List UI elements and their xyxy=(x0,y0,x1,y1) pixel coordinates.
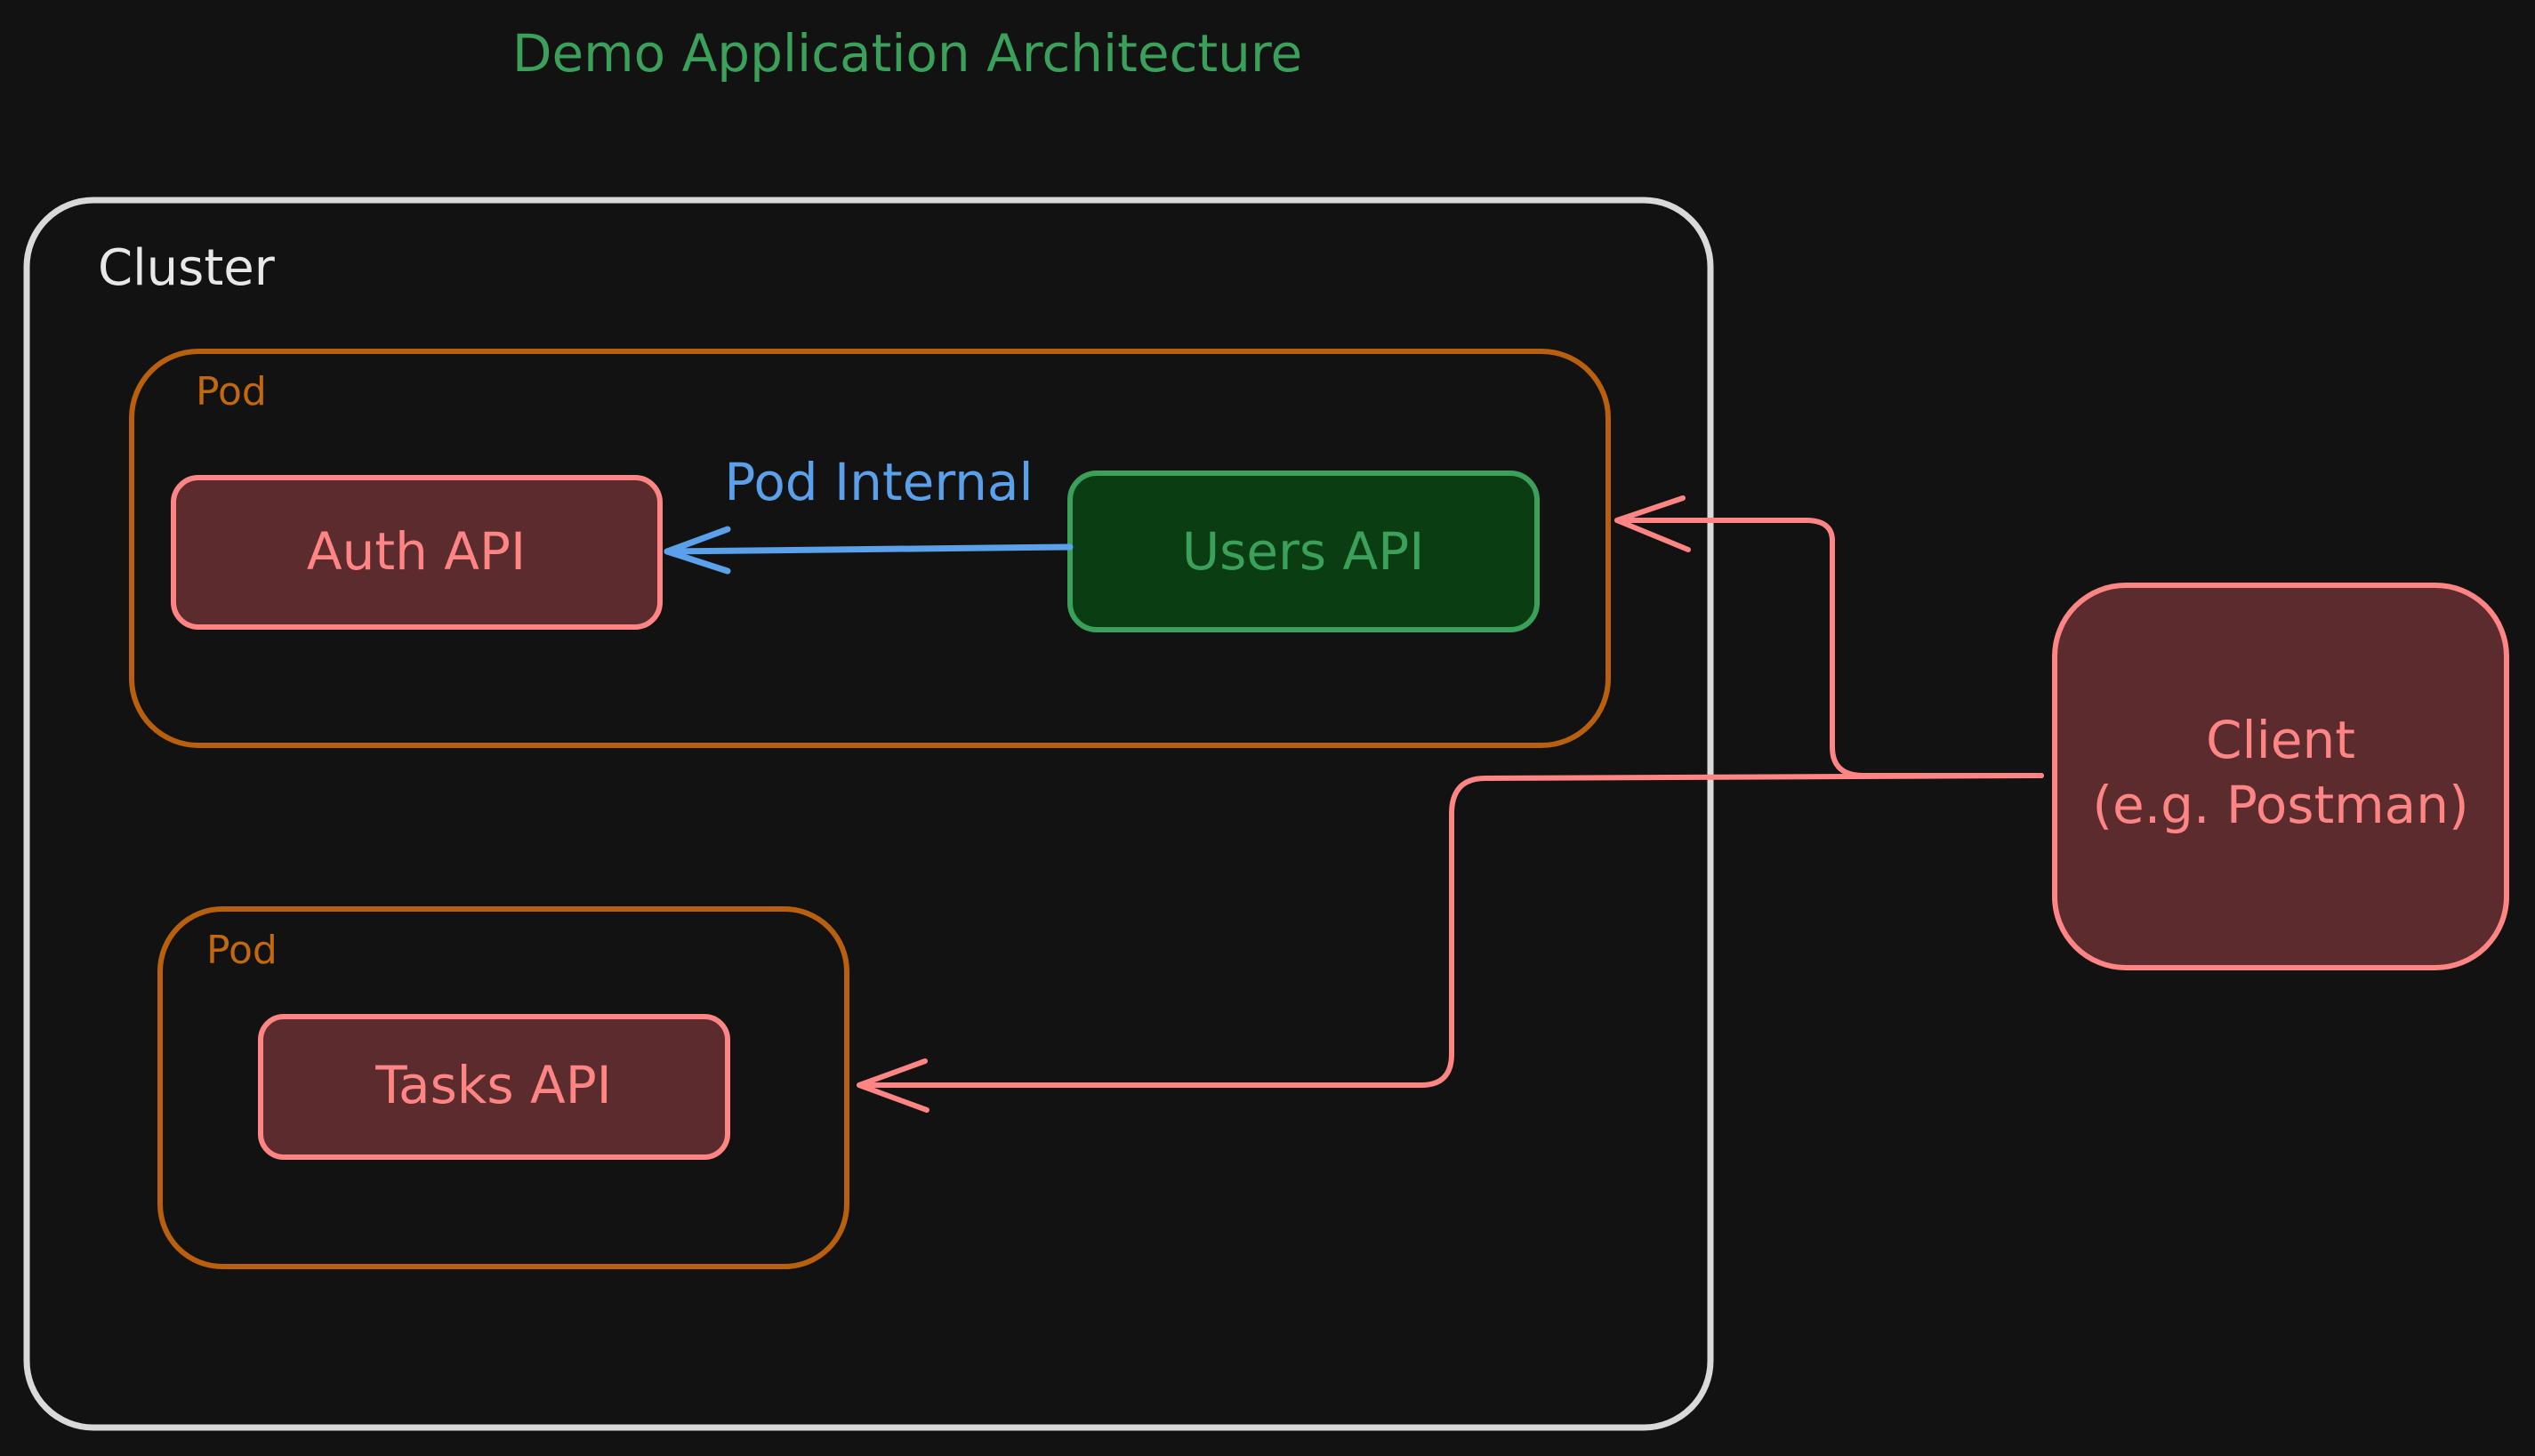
users-api-label: Users API xyxy=(1182,521,1425,582)
client-label-line2: (e.g. Postman) xyxy=(2092,775,2468,835)
pod-label-2: Pod xyxy=(206,928,278,973)
pod-box-1 xyxy=(129,349,1611,748)
cluster-box xyxy=(23,197,1714,1431)
tasks-api-label: Tasks API xyxy=(374,1055,612,1115)
client-label-line1: Client xyxy=(2206,710,2355,770)
pod-label-1: Pod xyxy=(196,369,267,414)
pod-internal-arrow xyxy=(664,526,1074,575)
client-node: Client (e.g. Postman) xyxy=(2052,583,2509,970)
diagram-title: Demo Application Architecture xyxy=(512,23,1302,84)
client-to-pod1-arrow xyxy=(1614,495,2044,778)
users-api-node: Users API xyxy=(1067,471,1540,632)
pod-box-2 xyxy=(157,906,849,1269)
tasks-api-node: Tasks API xyxy=(258,1014,730,1160)
cluster-label: Cluster xyxy=(98,239,276,297)
pod-internal-label: Pod Internal xyxy=(724,452,1033,512)
auth-api-node: Auth API xyxy=(171,475,663,630)
auth-api-label: Auth API xyxy=(307,521,526,582)
client-to-pod2-arrow xyxy=(857,773,2044,1113)
